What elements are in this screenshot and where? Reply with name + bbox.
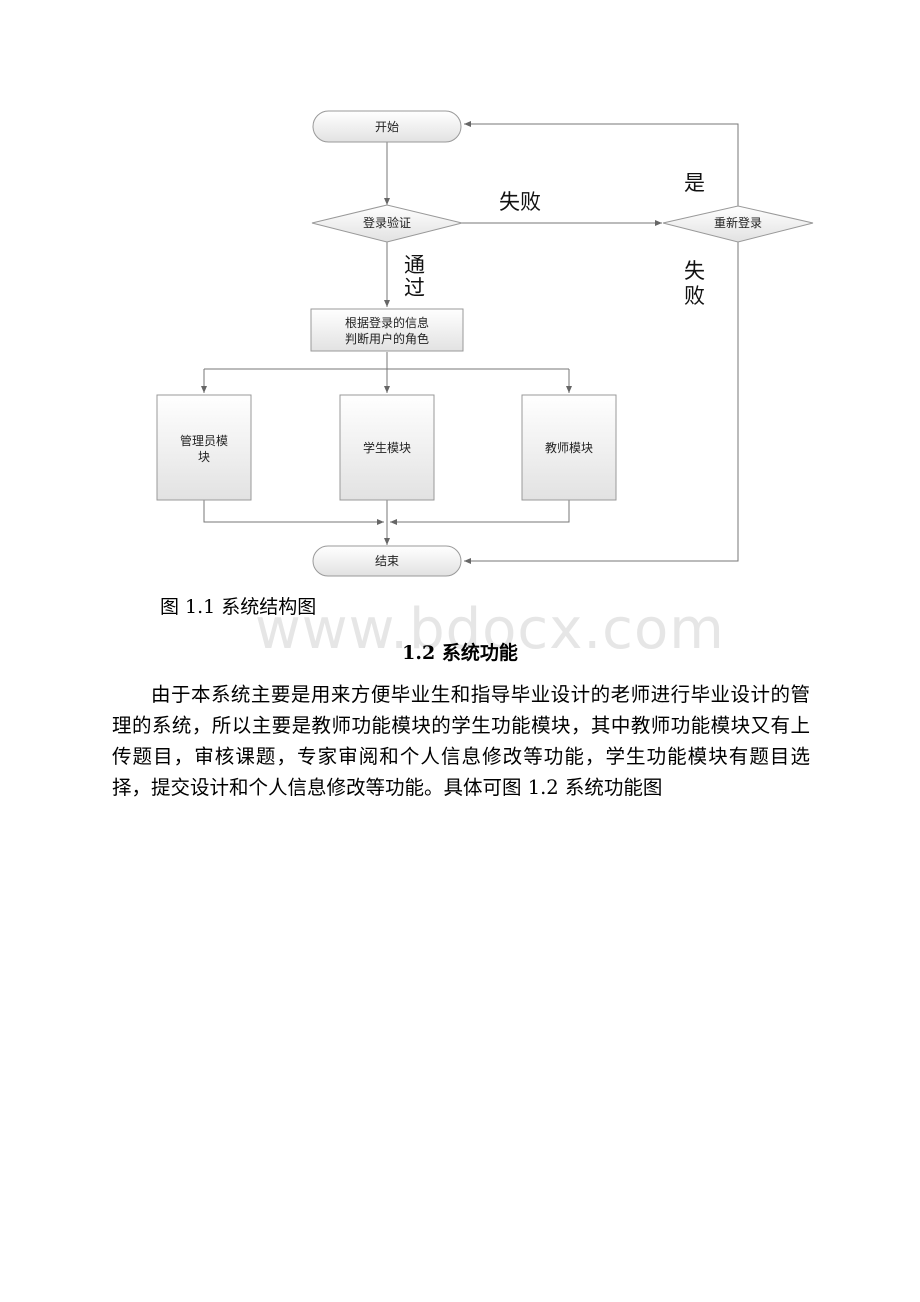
student-module-box: 学生模块	[339, 394, 435, 501]
connector-teacher-to-merge	[390, 500, 570, 525]
edge-label-fail: 失败	[499, 190, 541, 214]
figure-caption: 图 1.1 系统结构图	[160, 596, 317, 618]
connector-relogin-to-start	[464, 121, 739, 206]
login-check-label: 登录验证	[363, 215, 411, 230]
end-node-label: 结束	[375, 554, 399, 568]
connector-relogin-to-end	[464, 242, 739, 564]
start-node: 开始	[312, 110, 462, 143]
body-paragraph: 由于本系统主要是用来方便毕业生和指导毕业设计的老师进行毕业设计的管理的系统，所以…	[112, 683, 810, 799]
edge-label-yes: 是	[684, 171, 705, 195]
start-node-label: 开始	[375, 120, 399, 134]
end-node: 结束	[312, 545, 462, 577]
body-text: 由于本系统主要是用来方便毕业生和指导毕业设计的老师进行毕业设计的管理的系统，所以…	[112, 679, 810, 803]
student-module-label: 学生模块	[363, 440, 411, 455]
role-judge-label-1: 根据登录的信息	[345, 315, 429, 330]
admin-module-label-1: 管理员模	[180, 433, 228, 448]
role-judge-label-2: 判断用户的角色	[345, 331, 429, 346]
relogin-label: 重新登录	[714, 215, 762, 230]
teacher-module-label: 教师模块	[545, 440, 593, 455]
edge-label-fail2-2: 败	[684, 284, 705, 308]
connector-admin-to-merge	[203, 500, 384, 525]
section-heading: 1.2 系统功能	[402, 642, 518, 664]
watermark: www.bdocx.com	[255, 597, 725, 662]
admin-module-label-2: 块	[198, 450, 210, 464]
role-judge-box: 根据登录的信息 判断用户的角色	[310, 308, 464, 352]
edge-label-fail2-1: 失	[684, 259, 705, 283]
login-check-decision: 登录验证	[311, 204, 463, 243]
edge-label-pass-2: 过	[404, 276, 425, 300]
admin-module-box: 管理员模 块	[156, 394, 252, 501]
teacher-module-box: 教师模块	[521, 394, 617, 501]
relogin-decision: 重新登录	[662, 205, 814, 243]
system-structure-flowchart: 开始 登录验证 重新登录 根据登录的信息 判断用户的角色 管理员模 块 学生模块…	[156, 110, 814, 577]
edge-label-pass-1: 通	[404, 253, 425, 277]
